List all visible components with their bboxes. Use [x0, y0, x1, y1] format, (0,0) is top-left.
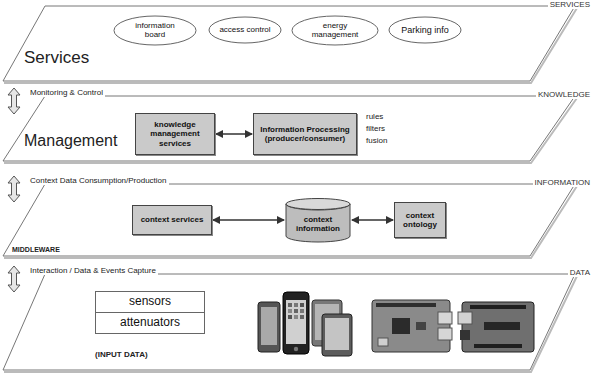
double-arrow-connector [213, 219, 284, 221]
layer-title: Services [24, 48, 89, 68]
layer-heading: KNOWLEDGE [536, 90, 592, 99]
process-box: context services [132, 205, 212, 235]
ellipse-shape [389, 17, 461, 43]
node-label: context services [137, 215, 207, 224]
node-label: sensors [100, 295, 200, 309]
layer-title: (INPUT DATA) [95, 350, 148, 359]
double-arrow-connector [352, 219, 393, 221]
smartphone [258, 302, 280, 352]
node-label: context information [290, 215, 346, 233]
input-box: sensors [95, 291, 205, 313]
database-cylinder: context information [285, 198, 351, 242]
double-arrow-connector [216, 133, 252, 135]
layer-heading: INFORMATION [533, 178, 592, 187]
layer-plane: context services context information conte… [0, 178, 596, 260]
service-ellipse: Parking info [388, 16, 462, 44]
plane-shadow [4, 98, 577, 163]
double-arrow [8, 88, 20, 114]
node-label: access control [218, 25, 272, 34]
service-ellipse: energy management [291, 15, 379, 46]
plane-shadow [4, 276, 577, 372]
raspberry-pi-board [372, 300, 452, 352]
node-label: context ontology [399, 211, 441, 229]
process-box: knowledge management services [135, 113, 215, 155]
process-box: context ontology [394, 202, 446, 238]
layer-title: Management [24, 132, 117, 150]
flow-label: Context Data Consumption/Production [28, 176, 169, 185]
service-ellipse: information board [113, 15, 197, 46]
layer-title: MIDDLEWARE [12, 246, 60, 254]
processing-note: rules [366, 112, 383, 121]
plane-edge [3, 184, 575, 256]
process-box: Information Processing (producer/consume… [253, 113, 357, 155]
flow-label: Interaction / Data & Events Capture [28, 266, 158, 275]
plane-shadow [4, 8, 577, 83]
processing-note: filters [366, 124, 385, 133]
layer-plane: information board access control energy ma… [0, 0, 596, 85]
ellipse-shape [209, 17, 281, 43]
ellipse-shape [292, 16, 378, 45]
double-arrow [8, 266, 20, 292]
layer-heading: SERVICES [548, 0, 592, 9]
node-label: attenuators [100, 316, 200, 330]
layer-plane: knowledge management services Information… [0, 90, 596, 165]
processing-note: fusion [366, 136, 387, 145]
node-label: Information Processing (producer/consume… [258, 125, 352, 143]
layer-heading: DATA [568, 268, 592, 277]
service-ellipse: access control [208, 16, 282, 44]
tablet [312, 300, 352, 356]
layer-plane: sensors attenuators DATA (INPUT DATA) [0, 268, 596, 374]
arduino-board [458, 302, 534, 352]
plane-shadow [4, 186, 577, 258]
node-label: energy management [303, 21, 367, 39]
plane-edge [3, 274, 575, 370]
iphone [283, 292, 309, 354]
flow-label: Monitoring & Control [28, 88, 105, 97]
node-label: Parking info [398, 25, 452, 35]
ellipse-shape [114, 16, 196, 45]
node-label: knowledge management services [140, 120, 210, 148]
plane-outline [0, 0, 596, 85]
input-box: attenuators [95, 312, 205, 334]
plane-outline [0, 268, 596, 374]
node-label: information board [125, 21, 185, 39]
plane-edge [3, 6, 575, 81]
plane-edge [3, 96, 575, 161]
cylinder-top [286, 199, 350, 210]
layer-arrows [8, 88, 20, 292]
double-arrow [8, 176, 20, 202]
